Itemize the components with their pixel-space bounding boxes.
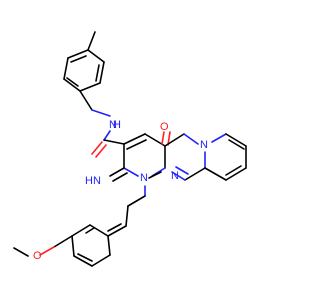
methoxybenzyl-group	[13, 185, 146, 267]
carbonyl-oxygen-label: O	[160, 121, 169, 133]
amide-hydrogen-label: H	[113, 119, 121, 131]
amide-linker	[79, 90, 125, 158]
amide-nitrogen-label: N	[109, 119, 117, 131]
ring-nitrogen-left-label: N	[140, 172, 148, 184]
chemical-structure-diagram: O N H N N N HN O	[13, 31, 247, 267]
imine-label: HN	[85, 175, 101, 187]
ring-nitrogen-right-label: N	[200, 139, 208, 151]
ring-nitrogen-middle-label: N	[171, 170, 179, 182]
methoxy-oxygen-label: O	[33, 250, 42, 262]
tolyl-ring	[63, 31, 105, 92]
tricyclic-core	[109, 131, 247, 182]
